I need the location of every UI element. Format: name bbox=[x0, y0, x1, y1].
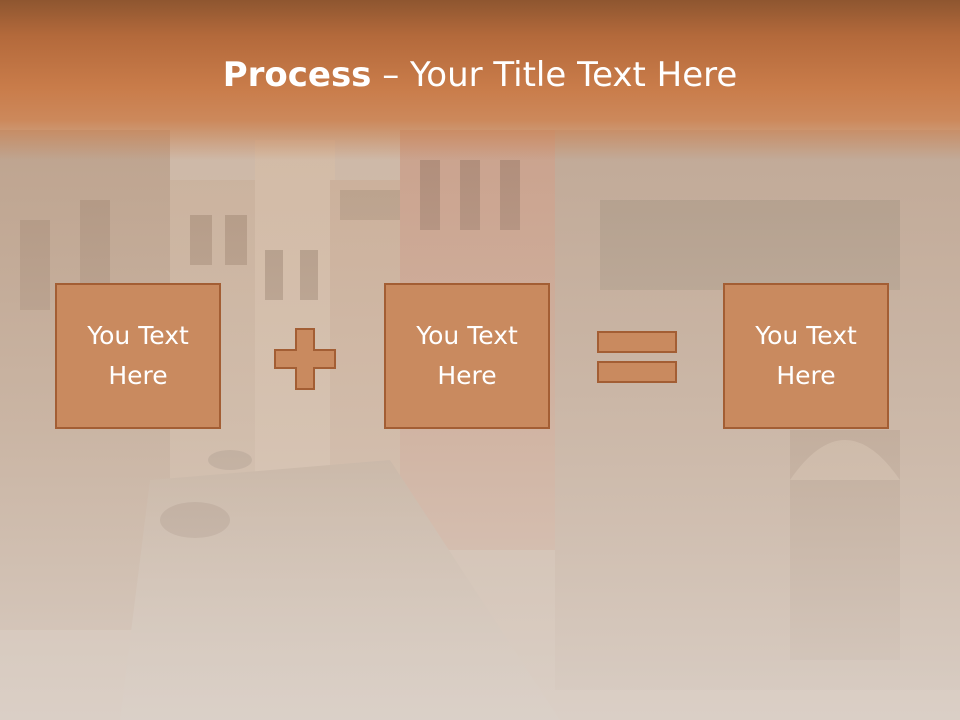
process-box-label: You Text Here bbox=[755, 321, 857, 390]
process-box-label: You Text Here bbox=[87, 321, 189, 390]
title-bar bbox=[0, 0, 960, 160]
process-box-1[interactable]: You Text Here bbox=[55, 283, 221, 429]
process-box-3[interactable]: You Text Here bbox=[723, 283, 889, 429]
equals-icon bbox=[597, 331, 677, 383]
title-rest-part: – Your Title Text Here bbox=[371, 55, 738, 95]
slide-title: Process – Your Title Text Here bbox=[0, 52, 960, 98]
plus-icon bbox=[274, 328, 336, 390]
title-bold-part: Process bbox=[222, 55, 372, 95]
process-box-2[interactable]: You Text Here bbox=[384, 283, 550, 429]
process-box-label: You Text Here bbox=[416, 321, 518, 390]
